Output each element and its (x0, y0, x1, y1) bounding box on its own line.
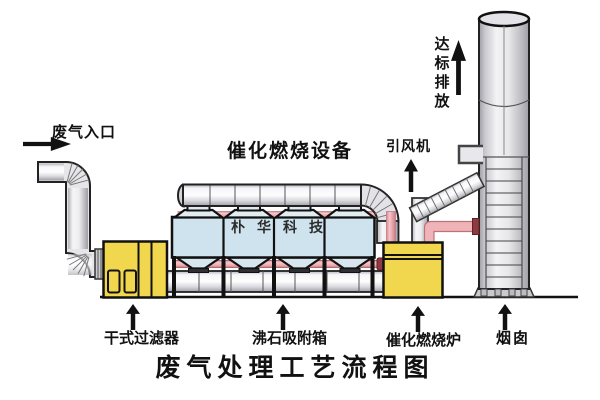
brand-label: 朴华科技 (231, 220, 335, 236)
chimney-label: 烟囱 (496, 329, 531, 347)
diagram-title: 废气处理工艺流程图 (155, 353, 435, 382)
chimney (457, 10, 536, 298)
bottom-duct (166, 270, 391, 293)
equipment-label: 催化燃烧设备 (227, 140, 354, 162)
discharge-label: 达标排放 (432, 36, 451, 112)
chimney-flange (472, 218, 480, 235)
furnace-label: 催化燃烧炉 (386, 331, 462, 349)
filter-label: 干式过滤器 (104, 329, 180, 347)
fan-label: 引风机 (386, 139, 431, 155)
adsorber-frame-legs (172, 256, 375, 297)
inlet-pipe (37, 161, 106, 280)
furnace-inlet-pink-pipe (386, 211, 396, 244)
dry-filter-box (102, 240, 169, 299)
adsorber-label: 沸石吸附箱 (252, 329, 328, 347)
fan-duct (408, 171, 486, 245)
chimney-side-bracket (457, 144, 483, 165)
furnace-outlet-pink-pipe (423, 218, 480, 245)
catalytic-furnace-box (382, 241, 444, 299)
inlet-label: 废气入口 (52, 123, 117, 141)
